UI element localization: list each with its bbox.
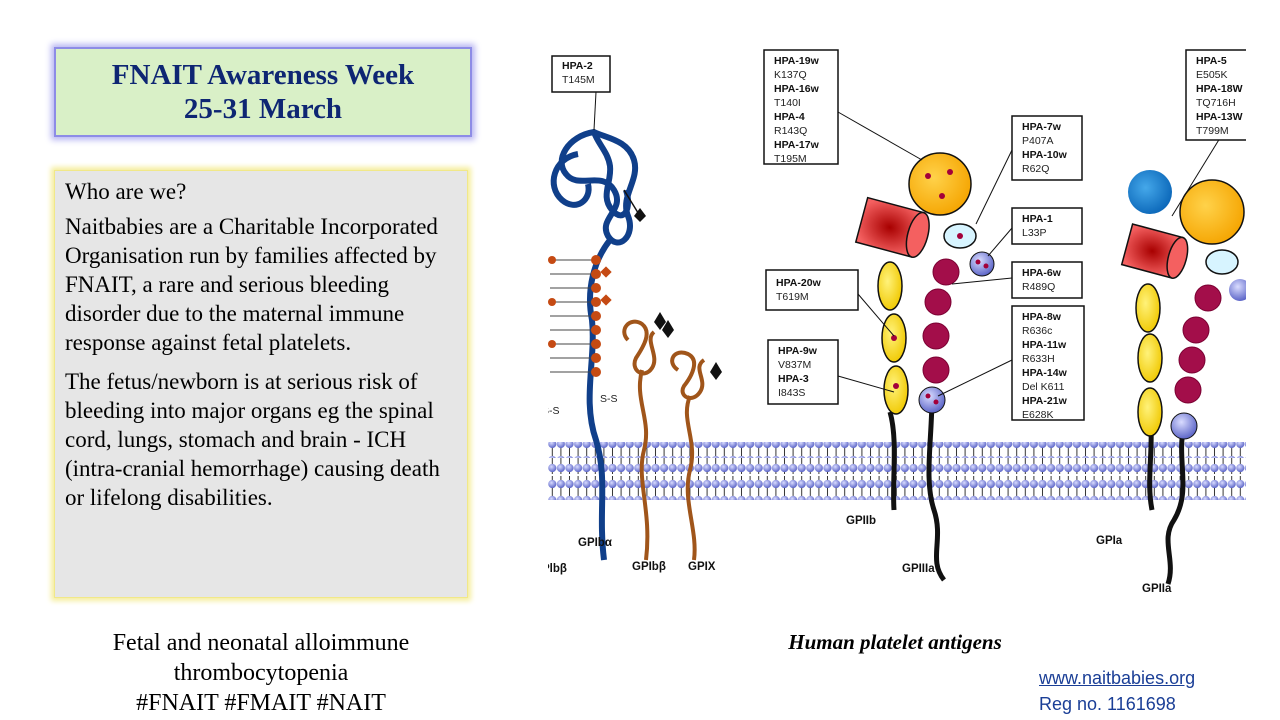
- lipid-bilayer: [548, 442, 1246, 500]
- diagram-caption: Human platelet antigens: [788, 630, 1002, 654]
- label-gpiba: GPIbα: [578, 537, 612, 549]
- svg-text:HPA-14w: HPA-14w: [1022, 367, 1068, 379]
- gpiba-chain: [550, 128, 641, 561]
- footer-line-1: Fetal and neonatal alloimmune: [112, 630, 410, 656]
- svg-text:HPA-10w: HPA-10w: [1022, 149, 1068, 161]
- hpa-8w-box: HPA-8w R636c HPA-11w R633H HPA-14w Del K…: [1011, 305, 1085, 421]
- svg-text:R633H: R633H: [1022, 353, 1055, 365]
- info-paragraph-1: Naitbabies are a Charitable Incorporated…: [65, 214, 438, 355]
- label-gpiiia: GPIIIa: [902, 563, 935, 575]
- label-gpibb-left: Plbβ: [548, 563, 567, 575]
- svg-text:E505K: E505K: [1196, 69, 1228, 81]
- title-line-2: 25-31 March: [183, 93, 343, 125]
- svg-text:T140I: T140I: [774, 97, 801, 109]
- svg-text:I843S: I843S: [778, 387, 805, 399]
- svg-text:HPA-17w: HPA-17w: [774, 139, 820, 151]
- info-paragraph-2: The fetus/newborn is at serious risk of …: [65, 369, 440, 510]
- title-line-1: FNAIT Awareness Week: [111, 59, 415, 91]
- hpa-20w-box: HPA-20w T619M: [765, 269, 859, 311]
- registration-number: Reg no. 1161698: [1039, 694, 1176, 714]
- svg-text:L33P: L33P: [1022, 227, 1047, 239]
- hpa-9w-box: HPA-9w V837M HPA-3 I843S: [767, 339, 839, 405]
- info-panel: Who are we? Naitbabies are a Charitable …: [54, 170, 468, 598]
- footer-text: Fetal and neonatal alloimmune thrombocyt…: [54, 628, 468, 718]
- svg-text:V837M: V837M: [778, 359, 811, 371]
- hpa-5-box: HPA-5 E505K HPA-18W TQ716H HPA-13W T799M: [1185, 49, 1246, 141]
- gpiib-gpiiia-complex: [854, 152, 995, 582]
- svg-text:HPA-5: HPA-5: [1196, 55, 1227, 67]
- svg-text:HPA-1: HPA-1: [1022, 213, 1053, 225]
- svg-text:R636c: R636c: [1022, 325, 1052, 337]
- svg-text:T145M: T145M: [562, 74, 595, 86]
- label-gpia: GPIa: [1096, 535, 1123, 547]
- svg-text:Del K611: Del K611: [1022, 381, 1065, 393]
- ss-bond-2: S-S: [600, 393, 618, 405]
- svg-text:T619M: T619M: [776, 291, 809, 303]
- gpiba-repeats: [548, 255, 612, 377]
- svg-text:E628K: E628K: [1022, 409, 1054, 421]
- label-gpiib: GPIIb: [846, 515, 876, 527]
- footer-hashtags: #FNAIT #FMAIT #NAIT: [136, 690, 386, 716]
- svg-text:K137Q: K137Q: [774, 69, 807, 81]
- hpa-1-box: HPA-1 L33P: [1011, 207, 1083, 245]
- gpia-gpiia-complex: [1120, 170, 1246, 585]
- gpibb-chain: [622, 319, 657, 561]
- website-link[interactable]: www.naitbabies.org: [1039, 668, 1196, 688]
- svg-text:HPA-13W: HPA-13W: [1196, 111, 1243, 123]
- svg-text:HPA-7w: HPA-7w: [1022, 121, 1062, 133]
- svg-text:P407A: P407A: [1022, 135, 1054, 147]
- gpix-chain: [670, 350, 706, 561]
- hpa-2-box: HPA-2 T145M: [551, 55, 611, 93]
- label-gpibb: GPIbβ: [632, 561, 666, 573]
- svg-text:HPA-20w: HPA-20w: [776, 277, 822, 289]
- glycan-diamond-1: [634, 208, 646, 222]
- svg-text:HPA-3: HPA-3: [778, 373, 809, 385]
- svg-text:HPA-9w: HPA-9w: [778, 345, 818, 357]
- title-banner: FNAIT Awareness Week 25-31 March: [54, 47, 472, 137]
- svg-text:R489Q: R489Q: [1022, 281, 1055, 293]
- svg-text:HPA-11w: HPA-11w: [1022, 339, 1067, 351]
- svg-text:TQ716H: TQ716H: [1196, 97, 1236, 109]
- label-gpix: GPIX: [688, 561, 716, 573]
- info-heading: Who are we?: [65, 179, 187, 204]
- svg-text:T799M: T799M: [1196, 125, 1229, 137]
- svg-text:HPA-18W: HPA-18W: [1196, 83, 1243, 95]
- svg-text:HPA-4: HPA-4: [774, 111, 805, 123]
- platelet-antigen-diagram: S-S S-S: [548, 49, 1246, 595]
- svg-text:R143Q: R143Q: [774, 125, 807, 137]
- footer-line-2: thrombocytopenia: [173, 660, 349, 686]
- hpa-7w-box: HPA-7w P407A HPA-10w R62Q: [1011, 115, 1083, 181]
- svg-text:HPA-19w: HPA-19w: [774, 55, 820, 67]
- ss-bond-1: S-S: [548, 405, 560, 417]
- hpa-6w-box: HPA-6w R489Q: [1011, 261, 1083, 299]
- svg-text:HPA-6w: HPA-6w: [1022, 267, 1062, 279]
- label-gpiia: GPIIa: [1142, 583, 1172, 595]
- hpa-19w-box: HPA-19w K137Q HPA-16w T140I HPA-4 R143Q …: [763, 49, 839, 165]
- svg-text:R62Q: R62Q: [1022, 163, 1049, 175]
- svg-text:HPA-2: HPA-2: [562, 60, 593, 72]
- annotation-arrows: [593, 91, 1221, 397]
- svg-text:HPA-21w: HPA-21w: [1022, 395, 1068, 407]
- svg-text:HPA-8w: HPA-8w: [1022, 311, 1062, 323]
- svg-text:HPA-16w: HPA-16w: [774, 83, 820, 95]
- svg-text:T195M: T195M: [774, 153, 807, 165]
